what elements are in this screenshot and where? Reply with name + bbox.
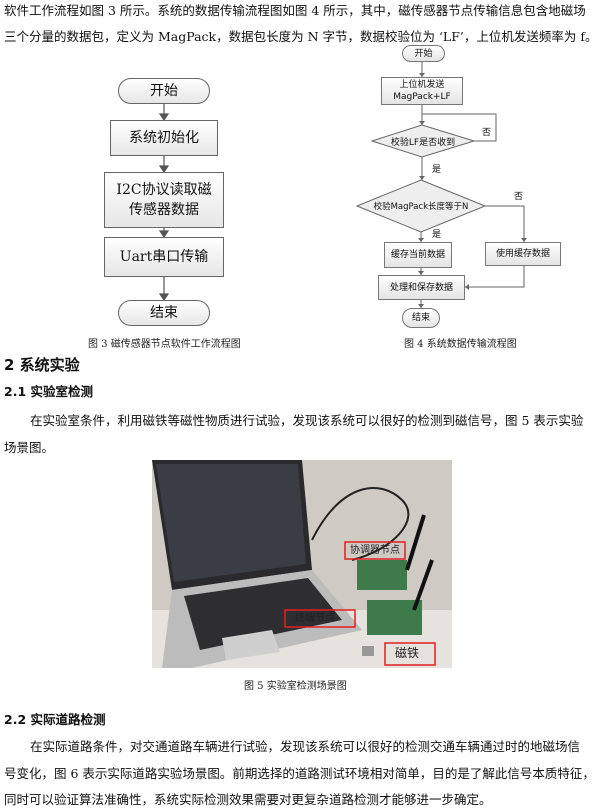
paragraph-line: 在实验室条件，利用磁铁等磁性物质进行试验，发现该系统可以很好的检测到磁信号，图 …: [30, 413, 584, 428]
label-no: 否: [482, 128, 492, 138]
coordinator-node-label: 协调器节点: [350, 545, 400, 556]
label-no: 否: [514, 192, 524, 202]
lab-scene-illustration: [152, 460, 452, 668]
figure-5-caption: 图 5 实验室检测场景图: [244, 681, 347, 692]
subsection-heading: 2.2 实际道路检测: [4, 712, 106, 727]
terminal-node-label: 终端节点: [295, 613, 335, 624]
subsection-heading: 2.1 实验室检测: [4, 384, 93, 399]
flow-step-init: 系统初始化: [110, 120, 218, 156]
paragraph-line: 在实际道路条件，对交通道路车辆进行试验，发现该系统可以很好的检测交通车辆通过时的…: [30, 739, 581, 754]
flow-step-uart: Uart串口传输: [104, 237, 224, 277]
decision-check-lf: 校验LF是否收到: [390, 137, 456, 148]
figure-5-photo: 协调器节点 终端节点 磁铁: [152, 460, 452, 668]
figure-3-caption: 图 3 磁传感器节点软件工作流程图: [88, 339, 241, 350]
flow-step-use-cache: 使用缓存数据: [485, 242, 561, 266]
flow-end: 结束: [118, 300, 210, 326]
flow-step-cache-current: 缓存当前数据: [384, 242, 452, 268]
decision-check-length: 校验MagPack长度等于N: [373, 202, 469, 212]
paragraph-line: 三个分量的数据包，定义为 MagPack，数据包长度为 N 字节，数据校验位为 …: [4, 29, 598, 44]
flow-end: 结束: [402, 308, 440, 328]
flow-step-send: 上位机发送 MagPack+LF: [381, 77, 463, 105]
flow-step-read: I2C协议读取磁传感器数据: [104, 172, 224, 228]
figure-4-caption: 图 4 系统数据传输流程图: [404, 339, 517, 350]
paragraph-line: 软件工作流程如图 3 所示。系统的数据传输流程图如图 4 所示，其中，磁传感器节…: [4, 3, 586, 18]
flow-step-process: 处理和保存数据: [378, 275, 465, 300]
label-yes: 是: [432, 230, 442, 240]
magnet-label: 磁铁: [395, 646, 420, 660]
flow-start: 开始: [118, 78, 210, 104]
section-heading: 2 系统实验: [4, 356, 80, 374]
paragraph-line: 场景图。: [4, 440, 55, 455]
paragraph-line: 号变化，图 6 表示实际道路实验场景图。前期选择的道路测试环境相对简单，目的是了…: [4, 766, 595, 781]
paragraph-line: 同时可以验证算法准确性，系统实际检测效果需要对更复杂道路检测才能够进一步确定。: [4, 792, 492, 807]
label-yes: 是: [432, 165, 442, 175]
flow-start: 开始: [402, 45, 445, 62]
